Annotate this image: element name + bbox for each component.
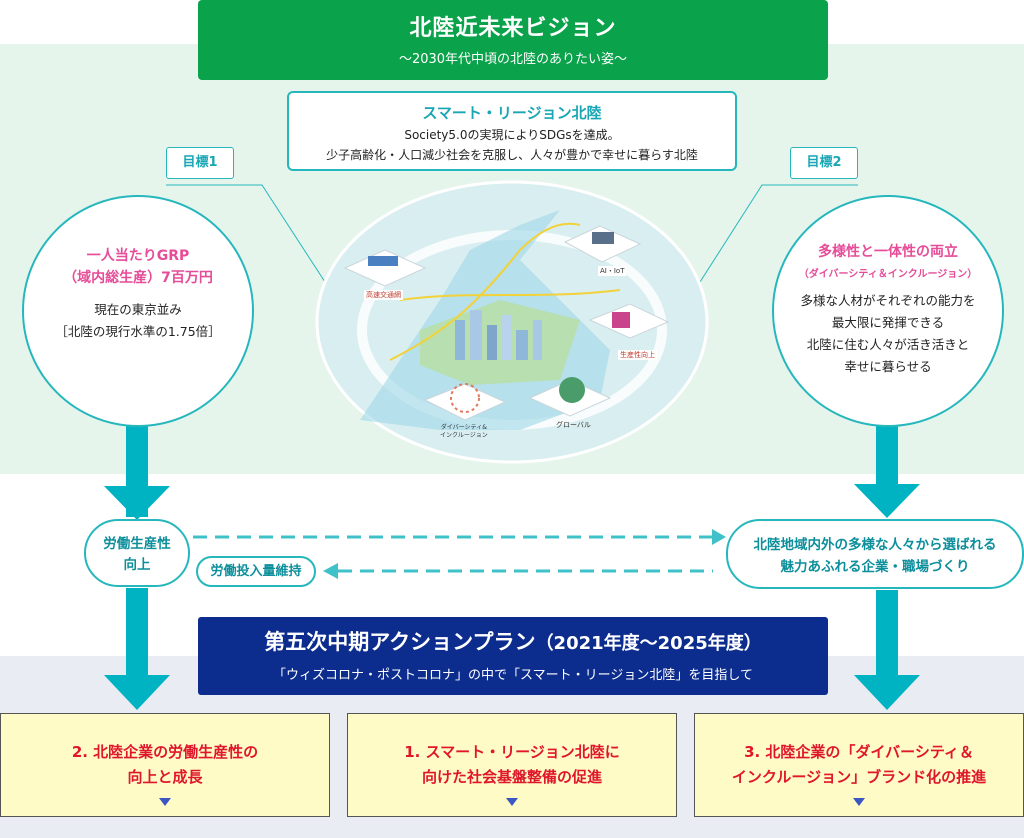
goal1-arrow-head [104,486,170,520]
label-productivity: 生産性向上 [618,350,657,360]
goal1-circle: 一人当たりGRP （域内総生産）7百万円 現在の東京並み ［北陸の現行水準の1.… [22,195,254,427]
action-plan-header: 第五次中期アクションプラン（2021年度～2025年度） 「ウィズコロナ・ポスト… [198,617,828,695]
goal1-body-line2: ［北陸の現行水準の1.75倍］ [55,324,221,339]
box3-arrow-head [854,675,920,710]
action-box-diversity-line2: インクルージョン」ブランド化の推進 [731,768,987,786]
goal2-body-line2: 最大限に発揮できる [831,315,945,330]
vision-header: 北陸近未来ビジョン ～2030年代中頃の北陸のありたい姿～ [198,0,828,80]
action-box-productivity[interactable]: 2. 北陸企業の労働生産性の 向上と成長 [0,713,330,817]
attractive-workplace-pill: 北陸地域内外の多様な人々から選ばれる 魅力あふれる企業・職場づくり [726,519,1024,589]
goal2-title: 多様性と一体性の両立 [818,244,958,260]
goal2-arrow-head [854,484,920,518]
action-box-diversity[interactable]: 3. 北陸企業の「ダイバーシティ＆ インクルージョン」ブランド化の推進 [694,713,1024,817]
smart-region-illustration [315,180,709,464]
label-ai-iot: AI・IoT [598,266,627,276]
goal2-subtitle: （ダイバーシティ＆インクルージョン） [798,269,978,280]
goal2-circle: 多様性と一体性の両立 （ダイバーシティ＆インクルージョン） 多様な人材がそれぞれ… [772,195,1004,427]
action-box-productivity-line1: 2. 北陸企業の労働生産性の [71,743,259,761]
smart-region-title: スマート・リージョン北陸 [422,104,602,122]
label-transport: 高速交通網 [364,290,403,300]
caret-down-icon [506,798,518,806]
labor-productivity-pill: 労働生産性 向上 [84,519,190,587]
goal2-tag: 目標2 [790,147,858,179]
caret-down-icon [159,798,171,806]
goal1-title-line2: （域内総生産）7百万円 [63,270,213,286]
attractive-line2: 魅力あふれる企業・職場づくり [780,559,970,575]
smart-region-box: スマート・リージョン北陸 Society5.0の実現によりSDGsを達成。 少子… [287,91,737,171]
label-global: グローバル [556,421,591,429]
labor-productivity-line1: 労働生産性 [103,536,171,552]
goal2-leader-line [699,184,858,283]
goal2-body-line4: 幸せに暮らせる [844,359,932,374]
attractive-line1: 北陸地域内外の多様な人々から選ばれる [753,537,997,553]
action-box-diversity-line1: 3. 北陸企業の「ダイバーシティ＆ [744,743,974,761]
vision-title: 北陸近未来ビジョン [409,16,617,41]
vision-subtitle: ～2030年代中頃の北陸のありたい姿～ [398,52,628,67]
caret-down-icon [853,798,865,806]
action-plan-title: 第五次中期アクションプラン [264,630,536,654]
action-plan-years: （2021年度～2025年度） [535,633,762,654]
smart-region-line1: Society5.0の実現によりSDGsを達成。 [404,128,620,142]
goal1-leader-line [166,184,326,283]
goal1-tag: 目標1 [166,147,234,179]
label-diversity: ダイバーシティ& インクルージョン [440,424,488,439]
smart-region-line2: 少子高齢化・人口減少社会を克服し、人々が豊かで幸せに暮らす北陸 [326,148,698,162]
labor-input-pill: 労働投入量維持 [196,556,316,587]
goal2-body-line1: 多様な人材がそれぞれの能力を [800,293,976,308]
action-box-infrastructure-line2: 向けた社会基盤整備の促進 [421,768,602,786]
box2-arrow-head [104,675,170,710]
action-box-infrastructure[interactable]: 1. スマート・リージョン北陸に 向けた社会基盤整備の促進 [347,713,677,817]
labor-productivity-line2: 向上 [123,557,151,573]
goal1-title-line1: 一人当たりGRP [86,248,190,264]
box2-arrow-shaft [126,588,148,680]
action-plan-subtitle: 「ウィズコロナ・ポストコロナ」の中で「スマート・リージョン北陸」を目指して [273,668,753,683]
box3-arrow-shaft [876,590,898,680]
action-box-infrastructure-line1: 1. スマート・リージョン北陸に [404,743,620,761]
action-box-productivity-line2: 向上と成長 [127,768,203,786]
goal1-body-line1: 現在の東京並み [94,302,182,317]
goal2-arrow-shaft [876,425,898,487]
goal2-body-line3: 北陸に住む人々が活き活きと [806,337,970,352]
